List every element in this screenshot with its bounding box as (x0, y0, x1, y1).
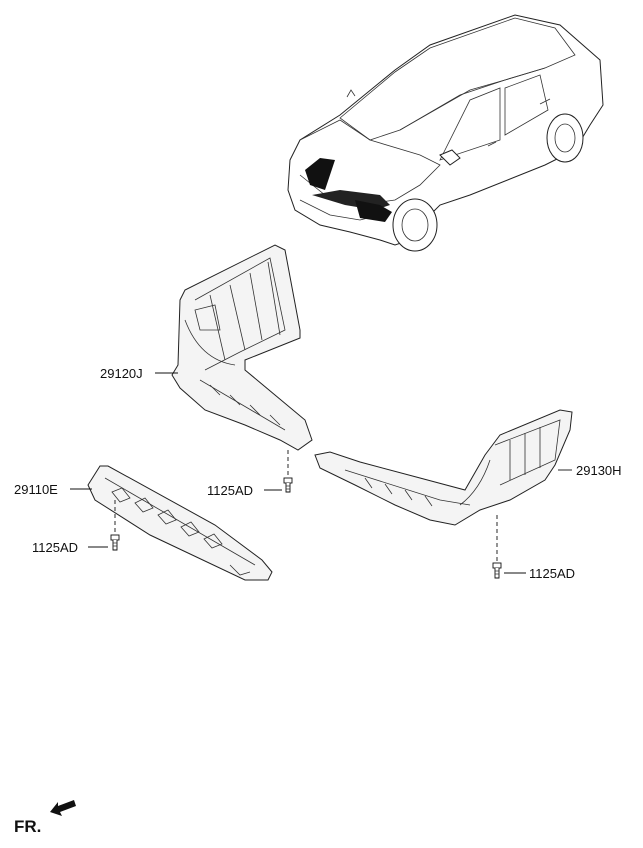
under-cover-right-part (314, 409, 573, 526)
label-bolt-center: 1125AD (207, 483, 253, 498)
label-left-cover: 29120J (100, 366, 143, 381)
label-bolt-right: 1125AD (529, 566, 575, 581)
bolt-right-part (492, 515, 502, 579)
front-direction-label: FR. (14, 817, 41, 836)
bolt-center-part (283, 450, 293, 493)
label-bolt-left: 1125AD (32, 540, 78, 555)
front-arrow-icon (50, 800, 76, 816)
label-front-cover: 29110E (14, 482, 58, 497)
label-right-cover: 29130H (576, 463, 622, 478)
bolt-left-part (110, 500, 120, 551)
under-cover-left-part (171, 244, 313, 451)
front-under-cover-part (87, 465, 273, 581)
front-direction-indicator: FR. (14, 800, 76, 836)
vehicle-illustration (287, 14, 604, 252)
